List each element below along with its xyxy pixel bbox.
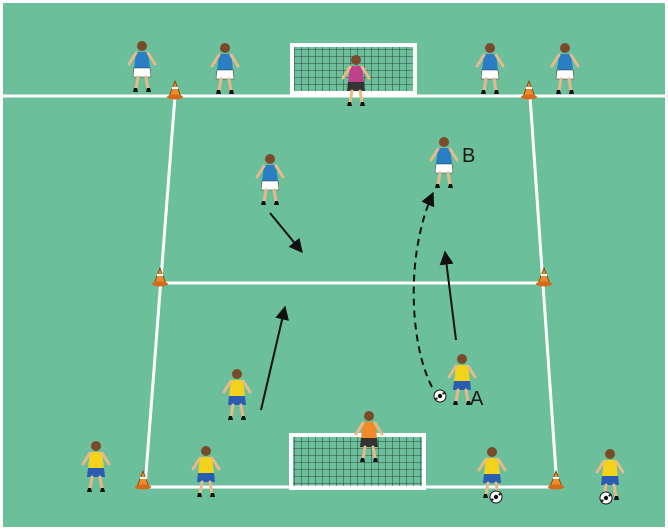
- label-a: A: [470, 388, 484, 410]
- ball-icon: [600, 492, 612, 504]
- ball-icon: [490, 491, 502, 503]
- ball-icon: [434, 390, 446, 402]
- label-b: B: [462, 145, 475, 167]
- goal-icon-bottom: [291, 435, 424, 488]
